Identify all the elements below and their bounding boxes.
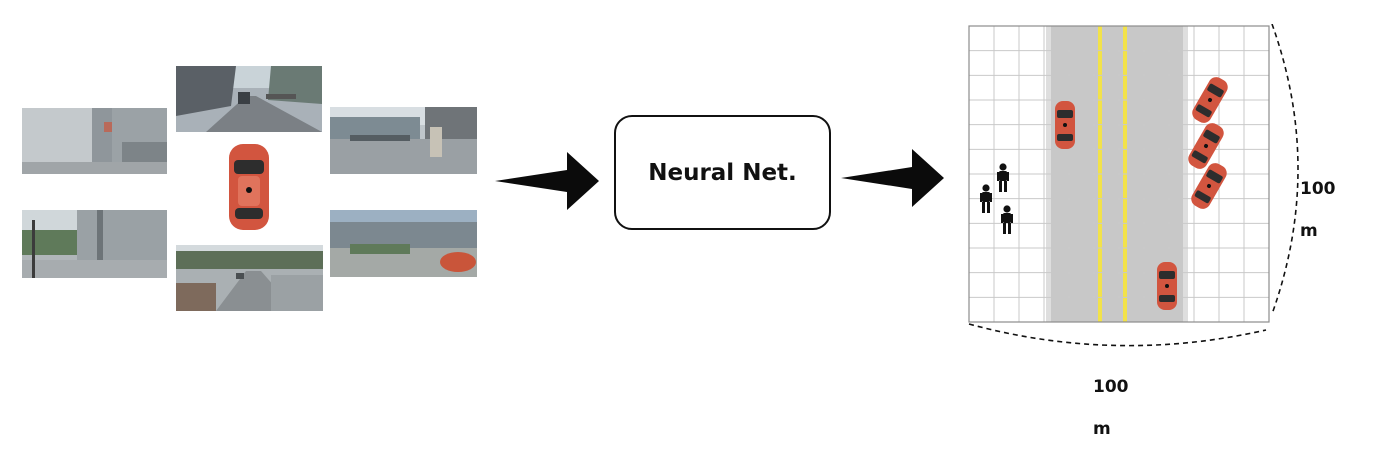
bev-occupancy-grid <box>968 24 1299 347</box>
range-unit-right: m <box>1300 221 1318 241</box>
car-icon <box>1157 262 1177 310</box>
range-arc-bottom <box>968 323 1267 347</box>
range-arc-right <box>1271 24 1299 315</box>
camera-image-back-left <box>22 210 167 278</box>
car-icon <box>1191 163 1227 209</box>
range-value-bottom: 100 <box>1093 377 1129 397</box>
range-label-bottom: 100 m <box>1093 356 1129 461</box>
pedestrian-icon <box>980 184 992 213</box>
range-unit-bottom: m <box>1093 419 1111 439</box>
camera-image-front-right <box>330 107 477 174</box>
car-icon <box>1188 123 1224 169</box>
camera-image-back-right <box>330 210 477 277</box>
camera-image-front-left <box>22 108 167 174</box>
arrow-icon <box>495 152 599 210</box>
camera-image-front <box>176 66 322 132</box>
car-icon <box>1192 77 1228 123</box>
arrow-icon <box>841 149 944 207</box>
camera-image-back <box>176 245 323 311</box>
neural-net-label: Neural Net. <box>648 159 797 186</box>
range-label-right: 100 m <box>1300 158 1336 263</box>
range-value-right: 100 <box>1300 179 1336 199</box>
pedestrian-icon <box>1001 205 1013 234</box>
grid-lines <box>969 26 1269 322</box>
car-icon <box>1055 101 1075 149</box>
pedestrian-icon <box>997 163 1009 192</box>
neural-net-box: Neural Net. <box>614 115 831 230</box>
ego-car-icon <box>229 144 269 230</box>
